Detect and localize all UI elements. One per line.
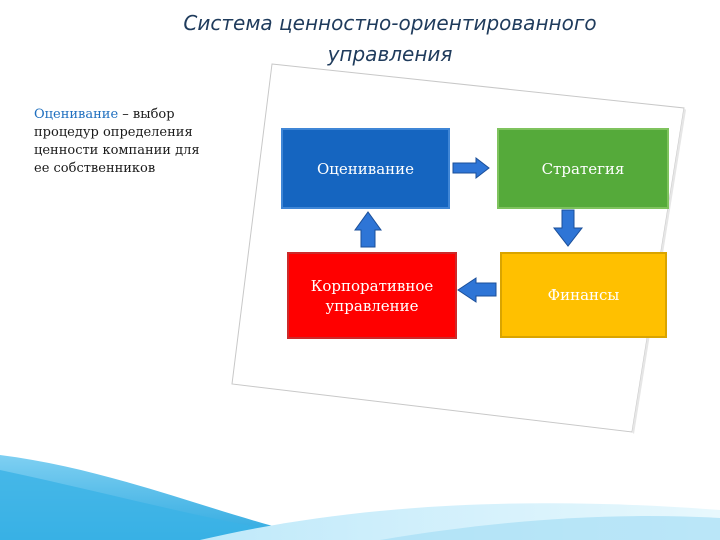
valuation-box: Оценивание — [281, 128, 450, 209]
strategy-box: Стратегия — [497, 128, 669, 209]
arrow-up-icon — [354, 211, 382, 248]
description-term: Оценивание — [34, 107, 119, 122]
arrow-right-icon — [452, 156, 490, 180]
description-rest: – выбор процедур определения ценности ко… — [34, 107, 200, 176]
description-text: Оценивание – выбор процедур определения … — [34, 106, 212, 178]
arrow-left-icon — [457, 277, 497, 303]
page-title: Система ценностно-ориентированного управ… — [183, 11, 597, 66]
corporate-governance-box: Корпоративное управление — [287, 252, 457, 339]
finance-box: Финансы — [500, 252, 667, 338]
arrow-down-icon — [552, 209, 584, 247]
